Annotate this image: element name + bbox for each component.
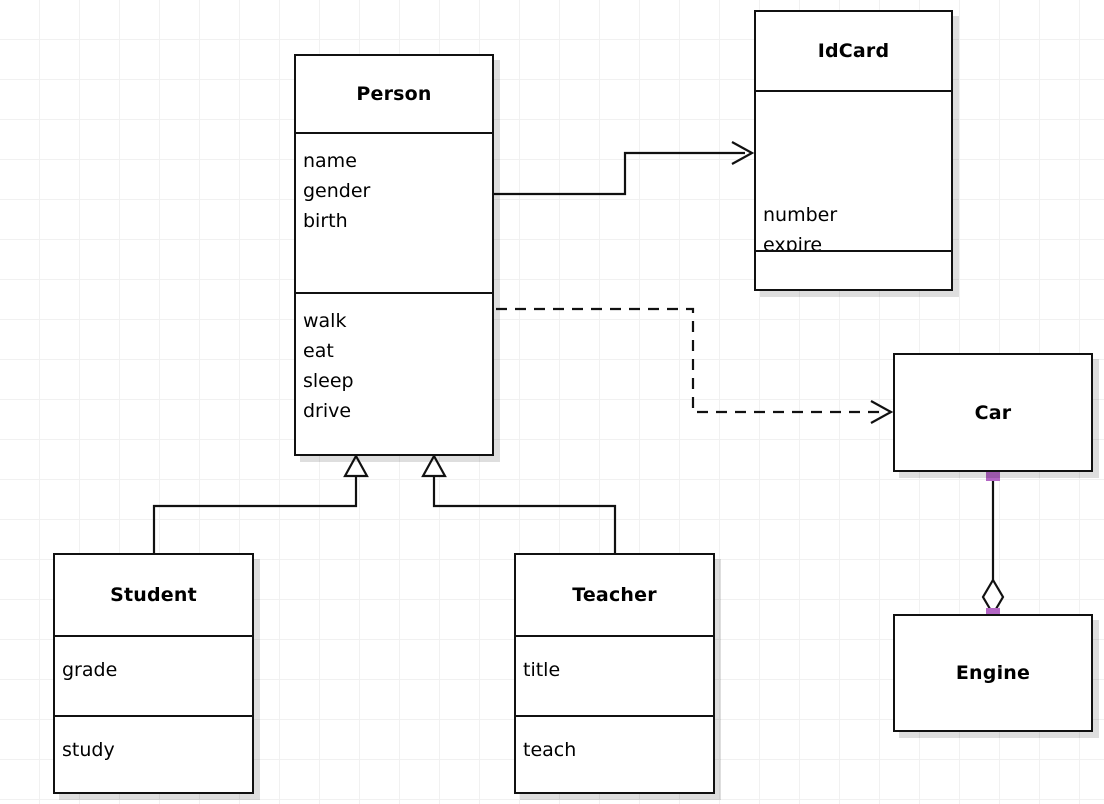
method-item: study	[62, 739, 115, 761]
class-attributes-person: name gender birth	[296, 132, 492, 292]
method-item: drive	[303, 400, 352, 422]
attribute-item: number	[763, 204, 838, 226]
edge-person-car[interactable]	[496, 307, 894, 424]
class-attributes-idcard: number expire police_station	[756, 90, 951, 250]
class-name-label: Person	[356, 83, 432, 105]
class-title-car: Car	[895, 355, 1091, 470]
edge-teacher-person[interactable]	[421, 453, 617, 553]
class-title-student: Student	[55, 555, 252, 635]
edge-car-engine[interactable]	[981, 467, 1005, 622]
uml-class-person[interactable]: Person name gender birth walk eat sleep …	[294, 54, 494, 456]
class-methods-person: walk eat sleep drive	[296, 292, 492, 454]
class-attributes-student: grade	[55, 635, 252, 715]
class-name-label: Student	[110, 584, 197, 606]
attribute-item: grade	[62, 659, 118, 681]
class-name-label: Engine	[955, 662, 1031, 684]
class-methods-teacher: teach	[516, 715, 713, 792]
edge-student-person[interactable]	[152, 453, 369, 553]
method-item: eat	[303, 340, 334, 362]
uml-class-idcard[interactable]: IdCard number expire police_station	[754, 10, 953, 291]
class-title-person: Person	[296, 56, 492, 132]
class-attributes-teacher: title	[516, 635, 713, 715]
method-item: sleep	[303, 370, 354, 392]
attribute-item: title	[523, 659, 561, 681]
attribute-item: birth	[303, 210, 348, 232]
method-item: walk	[303, 310, 347, 332]
class-name-label: Teacher	[572, 584, 657, 606]
attribute-item: expire	[763, 234, 823, 250]
class-title-idcard: IdCard	[756, 12, 951, 90]
uml-class-engine[interactable]: Engine	[893, 614, 1093, 732]
class-name-label: IdCard	[817, 40, 890, 62]
class-name-label: Car	[974, 401, 1012, 424]
edge-person-idcard[interactable]	[494, 141, 755, 196]
class-methods-idcard	[756, 250, 951, 289]
class-title-engine: Engine	[895, 616, 1091, 730]
attribute-item: name	[303, 150, 357, 172]
class-title-teacher: Teacher	[516, 555, 713, 635]
uml-class-student[interactable]: Student grade study	[53, 553, 254, 794]
method-item: teach	[523, 739, 577, 761]
class-methods-student: study	[55, 715, 252, 792]
uml-class-car[interactable]: Car	[893, 353, 1093, 472]
attribute-item: gender	[303, 180, 371, 202]
uml-class-teacher[interactable]: Teacher title teach	[514, 553, 715, 794]
